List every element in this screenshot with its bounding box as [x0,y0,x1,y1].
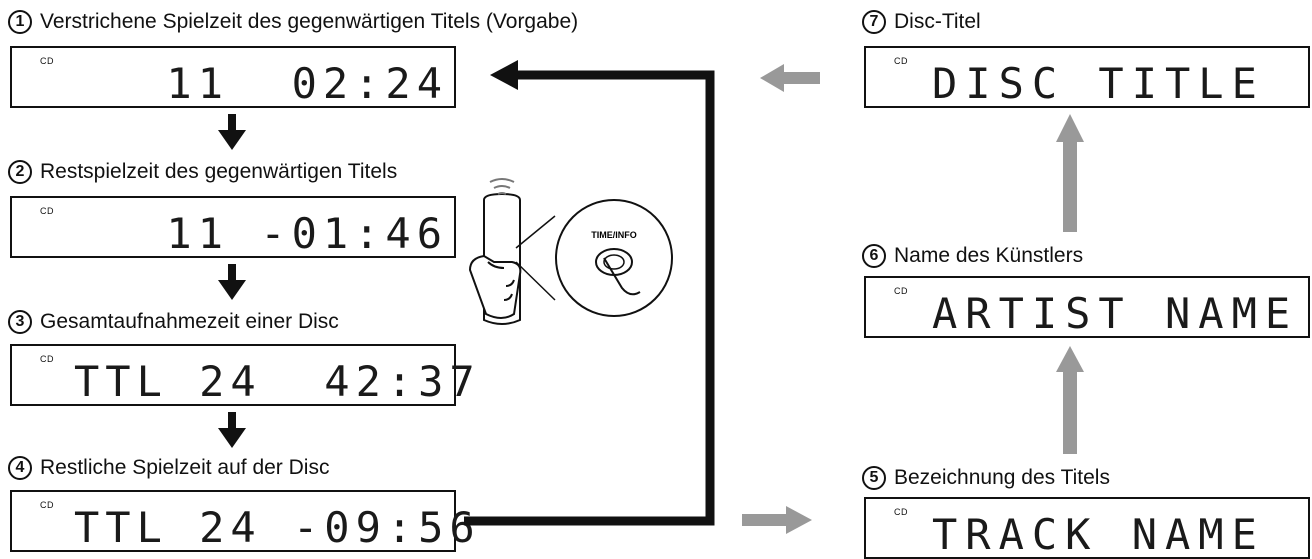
step-1-label: Verstrichene Spielzeit des gegenwärtigen… [40,10,579,33]
lcd-display-4: CD TTL 24 -09:56 [10,490,475,552]
display-text-6: ARTIST NAME [932,289,1299,338]
lcd-display-2: CD 11 -01:46 [10,196,456,258]
step-6-number: 6 [862,244,886,268]
down-arrow-3-to-4 [218,412,246,448]
display-text-2: 11 -01:46 [166,209,448,258]
step-2-label: Restspielzeit des gegenwärtigen Titels [40,160,398,183]
step-3-number: 3 [8,310,32,334]
time-info-button-icon [595,248,633,276]
lcd-display-5: CD TRACK NAME [864,497,1310,559]
remote-control-icon [468,178,556,325]
step-3-label: Gesamtaufnahmezeit einer Disc [40,310,339,333]
step-5-caption: 5 Bezeichnung des Titels [862,458,1110,498]
step-4-label: Restliche Spielzeit auf der Disc [40,456,330,479]
time-info-button-callout: TIME/INFO [555,199,673,317]
step-2-caption: 2 Restspielzeit des gegenwärtigen Titels [8,152,397,192]
step-1-caption: 1 Verstrichene Spielzeit des gegenwärtig… [8,2,578,42]
step-7-number: 7 [862,10,886,34]
cd-indicator: CD [894,56,908,66]
step-6-label: Name des Künstlers [894,244,1084,267]
display-text-3: TTL 24 42:37 [74,357,481,406]
lcd-display-1: CD 11 02:24 [10,46,456,108]
loop-back-arrow [464,60,715,526]
gray-arrows [742,64,1084,534]
step-4-number: 4 [8,456,32,480]
cd-indicator: CD [40,354,54,364]
step-7-label: Disc-Titel [894,10,981,33]
down-arrow-2-to-3 [218,264,246,300]
down-arrow-1-to-2 [218,114,246,150]
step-4-caption: 4 Restliche Spielzeit auf der Disc [8,448,329,488]
display-text-5: TRACK NAME [932,510,1265,559]
lcd-display-7: CD DISC TITLE [864,46,1310,108]
up-arrow-6-to-7 [1056,114,1084,232]
step-3-caption: 3 Gesamtaufnahmezeit einer Disc [8,302,339,342]
step-5-label: Bezeichnung des Titels [894,466,1110,489]
cd-indicator: CD [894,286,908,296]
display-text-1: 11 02:24 [166,59,448,108]
cd-indicator: CD [894,507,908,517]
display-text-7: DISC TITLE [932,59,1265,108]
step-6-caption: 6 Name des Künstlers [862,236,1083,276]
step-7-caption: 7 Disc-Titel [862,2,981,42]
lcd-display-6: CD ARTIST NAME [864,276,1310,338]
right-arrow-to-5 [742,506,812,534]
step-2-number: 2 [8,160,32,184]
cd-indicator: CD [40,206,54,216]
up-arrow-5-to-6 [1056,346,1084,454]
time-info-button-label: TIME/INFO [591,230,637,240]
cd-indicator: CD [40,500,54,510]
cd-indicator: CD [40,56,54,66]
left-arrow-from-7 [760,64,820,92]
down-arrows [218,114,246,448]
step-1-number: 1 [8,10,32,34]
step-5-number: 5 [862,466,886,490]
lcd-display-3: CD TTL 24 42:37 [10,344,475,406]
display-text-4: TTL 24 -09:56 [74,503,481,552]
